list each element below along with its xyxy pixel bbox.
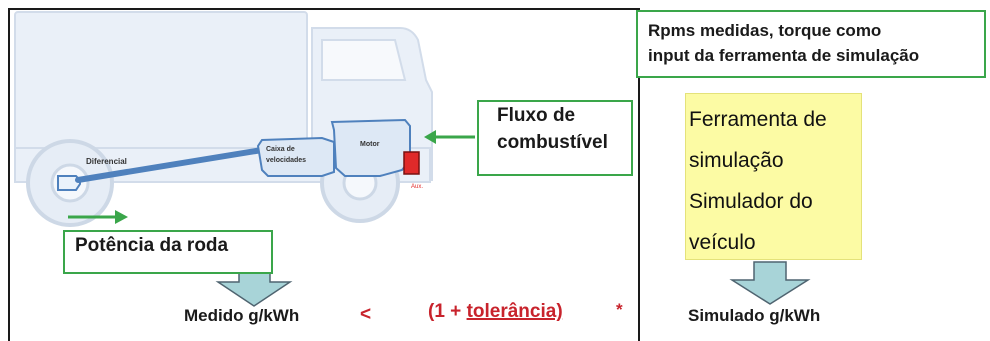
simulation-tool-box <box>685 93 862 260</box>
fuel-flow-arrow <box>424 130 475 144</box>
aux-label: Aux. <box>411 184 423 190</box>
measured-value-label: Medido g/kWh <box>184 306 300 325</box>
truck-cargo-box <box>14 11 308 151</box>
rpm-input-label: Rpms medidas, torque como input da ferra… <box>648 21 920 65</box>
multiply-sign: * <box>616 300 623 319</box>
simulation-tool-label: Ferramenta de simulação Simulador do veí… <box>689 108 827 254</box>
wheel-power-label: Potência da roda <box>75 235 229 256</box>
vehicle-panel-frame <box>8 8 640 341</box>
engine-label: Motor <box>360 141 380 148</box>
auxiliary-unit <box>403 151 420 175</box>
simulated-down-arrow <box>729 261 811 305</box>
drive-shaft <box>75 147 265 183</box>
engine-shape <box>330 118 411 177</box>
gearbox-shape <box>256 136 335 177</box>
truck-window <box>321 39 407 81</box>
simulated-value-label: Simulado g/kWh <box>688 306 821 325</box>
differential-housing <box>57 175 81 191</box>
tolerance-term: (1 + tolerância) <box>428 301 563 323</box>
differential-label: Diferencial <box>86 157 127 166</box>
wheel-power-arrow <box>68 210 128 224</box>
wheel-power-box <box>63 230 273 274</box>
tolerance-word: tolerância) <box>466 301 563 322</box>
fuel-flow-box <box>477 100 633 176</box>
fuel-flow-label: Fluxo de combustível <box>497 105 608 153</box>
gearbox-label-line1: Caixa de <box>266 146 295 153</box>
rpm-input-box <box>636 10 986 78</box>
gearbox-label-line2: velocidades <box>266 157 306 164</box>
tolerance-open: (1 + <box>428 301 467 322</box>
less-than-sign: < <box>360 304 372 325</box>
